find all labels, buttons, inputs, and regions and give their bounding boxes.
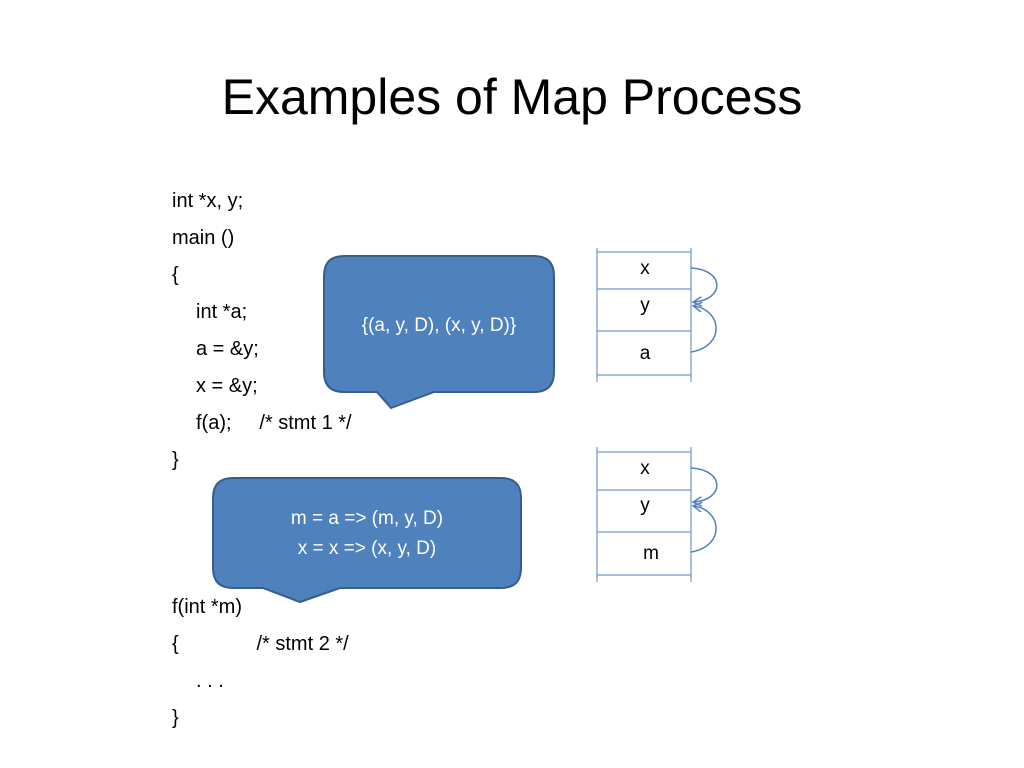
pointer-arrow [690, 267, 718, 302]
stack-cell-label: y [640, 495, 650, 516]
stack-cell-label: y [640, 295, 650, 316]
stack-cell-label: x [640, 258, 650, 279]
code-line: int *x, y; [172, 190, 244, 212]
pointer-arrow [690, 467, 718, 502]
pointer-arrow [690, 306, 717, 353]
code-line: f(int *m) [172, 596, 242, 618]
slide-title: Examples of Map Process [221, 69, 803, 125]
callout-top-bubble [323, 255, 555, 410]
code-line: f(a); /* stmt 1 */ [196, 412, 352, 434]
stack-cell-label: a [639, 343, 651, 364]
pointer-arrow [690, 506, 717, 553]
callout-bottom-line2: x = x => (x, y, D) [297, 538, 437, 559]
code-line: main () [172, 227, 235, 249]
stack-cell-label: x [640, 458, 650, 479]
code-line: { /* stmt 2 */ [172, 633, 349, 655]
code-line: } [172, 449, 179, 471]
callout-top-text: {(a, y, D), (x, y, D)} [361, 315, 517, 336]
code-line: a = &y; [196, 338, 259, 360]
memory-stack-top [596, 248, 692, 382]
callout-bottom-bubble [212, 477, 522, 604]
memory-stack-bottom [596, 447, 692, 582]
code-line: { [172, 264, 179, 286]
code-line: } [172, 707, 179, 729]
stack-cell-label: m [643, 543, 659, 564]
code-line: int *a; [196, 301, 248, 323]
callout-bottom-line1: m = a => (m, y, D) [290, 508, 444, 529]
code-line: . . . [196, 670, 224, 692]
code-line: x = &y; [196, 375, 258, 397]
